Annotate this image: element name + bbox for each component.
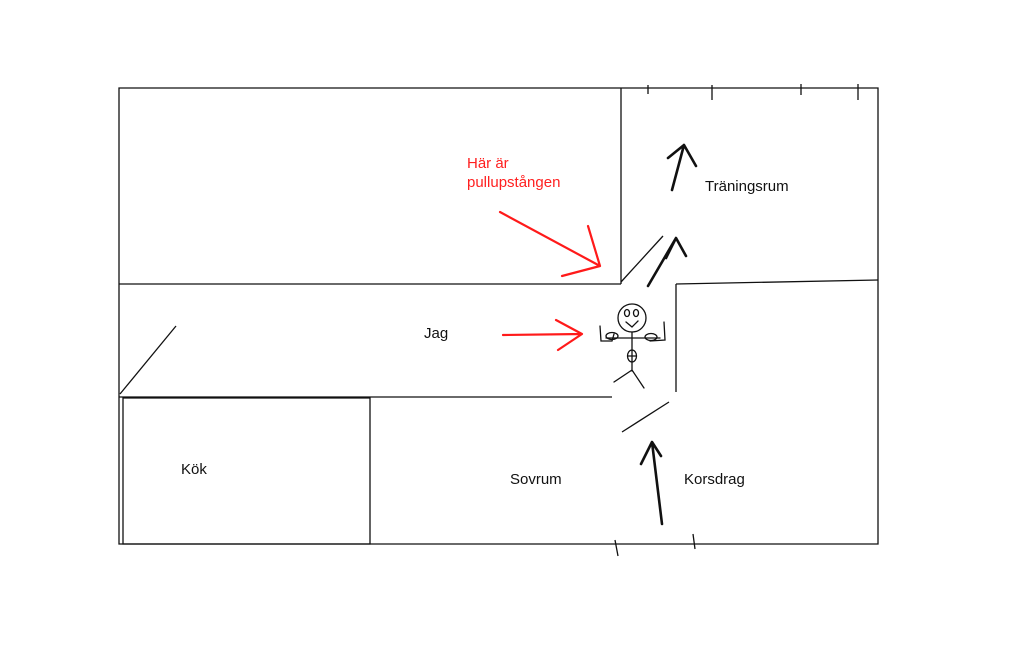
draft-label: Korsdrag (684, 471, 745, 488)
airflow-arrows (639, 143, 698, 526)
bedroom-label: Sovrum (510, 471, 562, 488)
me-label: Jag (424, 325, 449, 342)
training-arrow-icon (646, 236, 688, 288)
pullup-arrow-icon (498, 210, 602, 278)
pullup-bar-label: Här är pullupstången (467, 154, 560, 192)
left-hand (599, 325, 615, 342)
training-room-label: Träningsrum (705, 178, 789, 195)
right-hand (649, 321, 666, 342)
kitchen-wall (122, 397, 371, 545)
draft-arrow-icon (639, 440, 664, 526)
body (605, 331, 661, 389)
pullup-bar-label-line2: pullupstången (467, 174, 561, 191)
window-tick (614, 84, 859, 557)
me-arrow-icon (501, 318, 584, 352)
corridor-top-wall-right (675, 279, 879, 285)
left-weight (605, 331, 619, 341)
red-arrows (498, 210, 602, 352)
pullup-bar-label-line1: Här är (467, 155, 509, 172)
corridor-door (119, 325, 177, 395)
eye-left (623, 308, 631, 318)
mouth (625, 320, 639, 328)
bedroom-door (621, 401, 670, 433)
outer-wall (118, 87, 879, 545)
right-weight (644, 332, 658, 342)
eye-right (632, 308, 640, 318)
training-door (620, 235, 664, 283)
walls (118, 84, 879, 557)
kitchen-label: Kök (181, 461, 207, 478)
stick-figure-icon (599, 303, 666, 389)
top-arrow-icon (666, 143, 698, 192)
